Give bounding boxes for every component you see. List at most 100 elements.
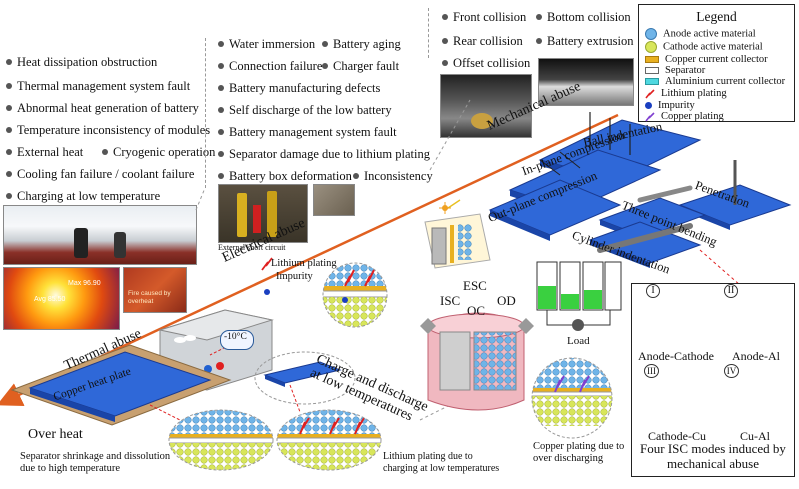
legend-item: Impurity	[645, 100, 695, 111]
charger-plug	[74, 228, 88, 258]
mode-numeral: II	[724, 284, 738, 298]
electrical-cause: Battery aging	[322, 37, 401, 51]
mode-label: Cu-Al	[740, 429, 770, 443]
anode-swatch	[645, 28, 657, 40]
lithium-plating-electrode	[323, 263, 387, 327]
connector	[289, 384, 301, 413]
low-temp-highlight	[254, 351, 356, 405]
mechanical-cause: Bottom collision	[536, 10, 631, 24]
esc-label: ESC	[463, 278, 487, 293]
cable	[253, 205, 261, 233]
fire-caption: Fire caused by overheat	[128, 290, 171, 305]
lithium-plating-label: Lithium plating	[271, 258, 337, 269]
electrical-cause: Connection failure	[218, 59, 322, 73]
over-heat-title: Over heat	[28, 427, 83, 442]
fire-photo: Fire caused by overheat	[123, 267, 187, 313]
mode-label: Anode-Cathode	[638, 349, 714, 363]
avg-temp-label: Avg 85.50	[34, 296, 66, 303]
electrical-cause: Battery manufacturing defects	[218, 81, 380, 95]
short-circuit-cylinder	[420, 312, 534, 411]
legend-item: Copper plating	[645, 111, 724, 122]
separator-swatch	[645, 67, 659, 75]
thermal-cause: External heat	[6, 145, 83, 159]
mode-label: Cathode-Cu	[648, 429, 706, 443]
impurity-icon	[264, 289, 270, 295]
max-temp-label: Max 96.90	[68, 280, 101, 287]
mechanical-cause: Rear collision	[442, 34, 523, 48]
connector	[209, 344, 231, 356]
legend-item: Aluminium current collector	[645, 76, 785, 87]
cold-weather-photo	[3, 205, 197, 265]
connector	[195, 187, 206, 211]
terminal	[267, 191, 277, 237]
thermal-camera-photo: Max 96.90 Avg 85.50	[3, 267, 120, 330]
over-heat-battery	[10, 344, 232, 426]
impurity-icon	[645, 102, 652, 110]
connector	[699, 249, 741, 286]
out-plane-compression-test	[488, 179, 622, 241]
mechanical-cause: Front collision	[442, 10, 526, 24]
divider	[205, 38, 206, 188]
electrical-cause: Inconsistency	[353, 169, 433, 183]
mode-label: Anode-Al	[732, 349, 780, 363]
od-label: OD	[497, 293, 516, 308]
charger-plug	[114, 232, 126, 258]
cylinder-indentation-test	[588, 221, 702, 268]
copper-plating-electrode	[532, 358, 612, 426]
temperature-display: -10°C	[220, 330, 254, 350]
thermal-cause: Cryogenic operation	[102, 145, 215, 159]
thermal-cause: Temperature inconsistency of modules	[6, 123, 210, 137]
extrusion-test-photo	[538, 58, 634, 106]
terminal	[237, 193, 247, 237]
battery-cell-illustration	[424, 199, 491, 269]
chamber-temp: -10°C	[224, 332, 247, 342]
divider	[428, 8, 429, 58]
mechanical-cause: Battery extrusion	[536, 34, 633, 48]
electrical-cause: Battery box deformation	[218, 169, 352, 183]
thermal-cause: Charging at low temperature	[6, 189, 160, 203]
electrical-cause: Self discharge of the low battery	[218, 103, 392, 117]
lithium-plating-icon	[645, 89, 655, 99]
copper-plating-caption: Copper plating due to over discharging	[533, 441, 625, 464]
electrical-cause: Battery management system fault	[218, 125, 397, 139]
external-short-circuit-photo	[218, 184, 308, 243]
legend-title: Legend	[696, 9, 737, 24]
legend-item: Anode active material	[645, 28, 756, 40]
spark-icon	[439, 202, 451, 214]
legend-item: Lithium plating	[645, 88, 727, 99]
thermal-cause: Heat dissipation obstruction	[6, 55, 157, 69]
aluminium-swatch	[645, 78, 659, 86]
electrical-cause: Charger fault	[322, 59, 399, 73]
external-short-circuit-caption: External short circuit	[218, 243, 286, 252]
load-label: Load	[567, 335, 590, 347]
thermal-cause: Abnormal heat generation of battery	[6, 101, 199, 115]
oc-label: OC	[467, 303, 486, 318]
lithium-plating-icon	[261, 257, 273, 271]
low-temp-lithium-caption: Lithium plating due to charging at low t…	[383, 451, 500, 474]
debris	[471, 113, 493, 129]
mode-numeral: I	[646, 284, 660, 298]
damaged-box-photo	[313, 184, 355, 216]
crash-test-photo	[440, 74, 532, 138]
legend-item: Copper current collector	[645, 54, 768, 65]
legend-item: Cathode active material	[645, 41, 763, 53]
mechanical-cause: Offset collision	[442, 56, 530, 70]
separator-caption: Separator shrinkage and dissolution due …	[20, 451, 171, 474]
isc-modes-panel: I II Anode-Cathode Anode-Al III IV Catho…	[631, 283, 795, 477]
connector	[149, 404, 181, 421]
mode-numeral: IV	[724, 364, 739, 378]
legend-item: Separator	[645, 65, 705, 76]
thermal-cause: Cooling fan failure / coolant failure	[6, 167, 194, 181]
electrical-cause: Water immersion	[218, 37, 315, 51]
impurity-label: Impurity	[276, 271, 313, 282]
cathode-swatch	[645, 41, 657, 53]
isc-label: ISC	[440, 293, 461, 308]
low-temp-battery-pad	[263, 361, 342, 387]
thermal-cause: Thermal management system fault	[6, 79, 190, 93]
electrical-cause: Separator damage due to lithium plating	[218, 147, 430, 161]
legend: Legend Anode active material Cathode act…	[638, 4, 795, 122]
beakers-with-load	[536, 261, 622, 331]
isc-modes-title: Four ISC modes induced by mechanical abu…	[640, 441, 786, 471]
connector	[429, 99, 471, 171]
mode-numeral: III	[644, 364, 659, 378]
